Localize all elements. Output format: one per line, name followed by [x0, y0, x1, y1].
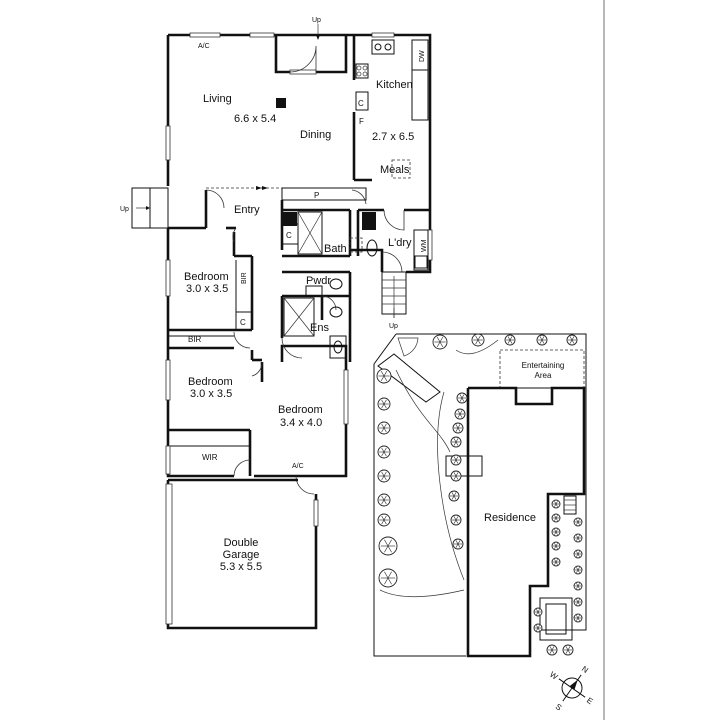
label-garage-2: Garage [223, 549, 260, 561]
arrows [206, 24, 395, 318]
fireplace-block [276, 98, 286, 108]
label-ac-bedroom: A/C [292, 463, 304, 470]
doors [205, 45, 405, 495]
label-pantry: P [314, 191, 319, 200]
compass-e: E [585, 696, 595, 706]
label-bedroom1-size: 3.0 x 3.5 [186, 283, 228, 295]
fixtures [276, 39, 429, 359]
compass-s: S [554, 702, 564, 712]
label-dw: DW [419, 50, 426, 62]
label-entry: Entry [234, 204, 260, 216]
label-up-laundry: Up [389, 323, 398, 330]
label-up-top: Up [312, 17, 321, 24]
label-laundry: L'dry [388, 237, 412, 249]
label-bedroom3-size: 3.4 x 4.0 [280, 417, 322, 429]
label-kitchen-size: 2.7 x 6.5 [372, 131, 414, 143]
label-bath: Bath [324, 243, 347, 255]
label-bedroom2-size: 3.0 x 3.5 [190, 388, 232, 400]
flue-block [362, 212, 376, 230]
label-ensuite: Ens [310, 322, 329, 334]
label-bedroom1: Bedroom [184, 271, 229, 283]
label-bir-2: BIR [188, 335, 202, 344]
label-wir: WIR [202, 453, 218, 462]
label-meals: Meals [380, 164, 410, 176]
label-bedroom2: Bedroom [188, 376, 233, 388]
label-dining: Dining [300, 129, 331, 141]
label-garage-size: 5.3 x 5.5 [220, 561, 262, 573]
entry-step [131, 187, 169, 229]
compass-w: W [548, 670, 560, 682]
label-entertaining-2: Area [535, 371, 552, 380]
compass-n: N [580, 664, 590, 675]
label-garage-1: Double [224, 537, 259, 549]
trees [376, 333, 583, 656]
compass: N E S W [548, 664, 595, 712]
label-cupboard-bed: C [240, 318, 246, 327]
label-living-size: 6.6 x 5.4 [234, 113, 276, 125]
label-cupboard-bath: C [286, 231, 292, 240]
label-entertaining-1: Entertaining [522, 361, 565, 370]
cooktop [371, 39, 395, 55]
label-bedroom3: Bedroom [278, 404, 323, 416]
label-fridge: F [359, 117, 364, 126]
label-residence: Residence [484, 512, 536, 524]
label-living: Living [203, 93, 232, 105]
label-kitchen: Kitchen [376, 79, 413, 91]
label-ac-living: A/C [198, 43, 210, 50]
label-bir-1: BIR [241, 272, 248, 284]
hot-water-block [283, 212, 297, 226]
label-wm: WM [421, 239, 428, 252]
rear-yard [373, 333, 587, 658]
labels: Living 6.6 x 5.4 Dining Kitchen 2.7 x 6.… [120, 17, 564, 573]
garage-outline [165, 478, 319, 630]
label-up-entry: Up [120, 206, 129, 213]
label-cupboard-kitchen: C [358, 99, 364, 108]
label-powder: Pwdr [306, 275, 331, 287]
